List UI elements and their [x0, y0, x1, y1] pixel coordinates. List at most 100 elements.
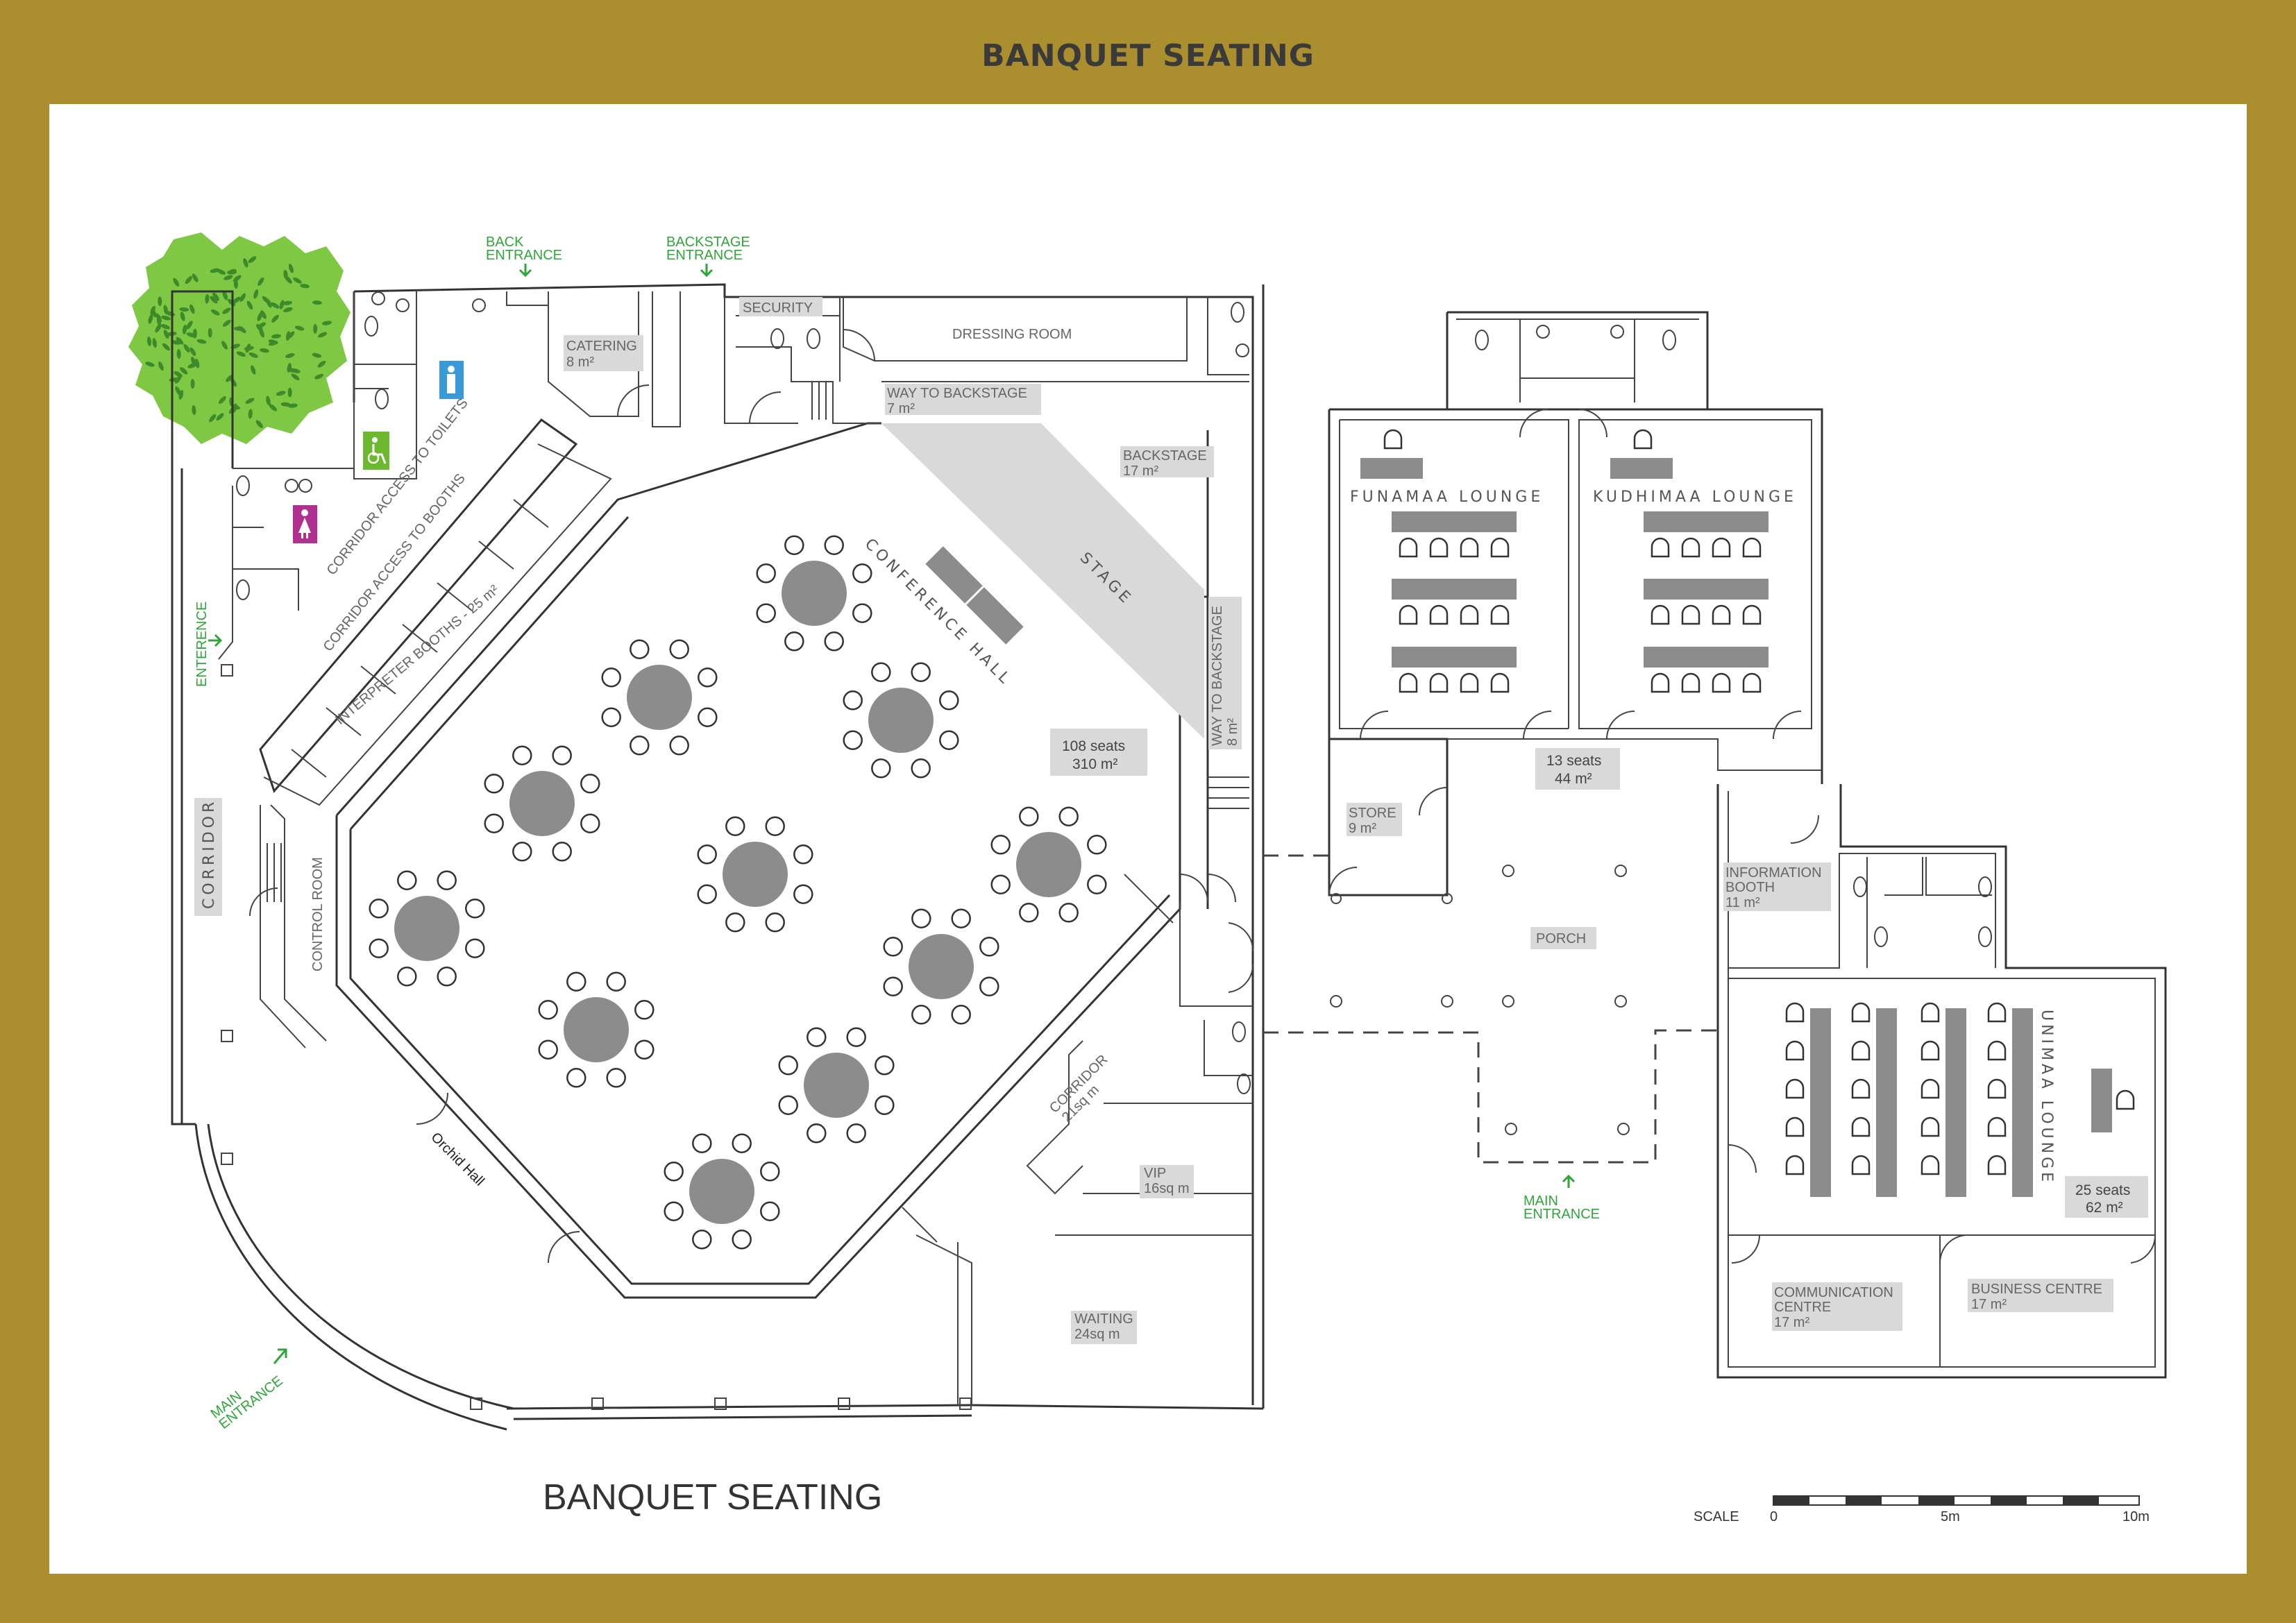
main-entrance-left-arrow-icon	[273, 1348, 287, 1364]
chair-icon	[2116, 1089, 2135, 1110]
chair-icon	[979, 976, 999, 996]
page-title: BANQUET SEATING	[981, 38, 1315, 74]
chair-icon	[1681, 604, 1700, 625]
chair-icon	[697, 884, 717, 904]
unimaa-lounge-label: UNIMAA LOUNGE	[2038, 1010, 2055, 1185]
chair-icon	[538, 1000, 558, 1020]
backstage-entrance-label-1: BACKSTAGE	[666, 235, 750, 250]
leaf	[209, 414, 217, 423]
accessible-restroom-icon	[363, 432, 389, 470]
corridor-left-label: CORRIDOR	[201, 799, 218, 909]
porch-label: PORCH	[1536, 931, 1586, 946]
leaf	[257, 312, 263, 321]
lounge-furniture	[1360, 429, 2135, 1197]
toilet-icon	[1662, 330, 1676, 350]
security-label: SECURITY	[743, 300, 813, 316]
chair-icon	[824, 631, 844, 652]
communication-label-2: CENTRE	[1774, 1300, 1831, 1315]
male-restroom-icon	[439, 361, 464, 399]
chair-icon	[1460, 672, 1479, 693]
scale-label: SCALE	[1694, 1509, 1739, 1524]
chair-icon	[875, 1055, 895, 1076]
chair-icon	[664, 1201, 684, 1221]
chair-icon	[1429, 672, 1449, 693]
leaf	[266, 396, 271, 406]
round-table-icon	[394, 896, 459, 961]
leaf	[288, 263, 294, 273]
leaf	[236, 351, 246, 357]
leaf	[163, 330, 169, 339]
chair-icon	[760, 1201, 780, 1221]
leaf	[222, 307, 231, 314]
chair-icon	[732, 1133, 752, 1153]
chair-icon	[756, 563, 776, 584]
leaf	[192, 405, 196, 415]
main-entrance-right-arrow-icon	[1562, 1174, 1576, 1188]
chair-icon	[634, 1039, 655, 1060]
unimaa-capacity-seats: 25 seats	[2075, 1182, 2130, 1198]
chair-icon	[697, 844, 717, 865]
chair-icon	[538, 1039, 558, 1060]
chair-icon	[1019, 806, 1039, 826]
unimaa-capacity-area: 62 m²	[2086, 1200, 2123, 1216]
chair-icon	[580, 774, 600, 794]
sanitary-fixtures	[236, 291, 1992, 1094]
chair-icon	[979, 937, 999, 957]
leaf	[217, 269, 226, 275]
leaf	[205, 294, 210, 304]
chair-icon	[484, 774, 504, 794]
leaf	[239, 293, 246, 302]
chair-icon	[939, 730, 959, 750]
chair-icon	[1712, 604, 1731, 625]
chair-icon	[1460, 604, 1479, 625]
chair-icon	[793, 844, 813, 865]
sink-icon	[298, 479, 312, 493]
sink-icon	[1610, 325, 1624, 339]
round-table-icon	[909, 934, 974, 999]
desk	[2091, 1069, 2112, 1132]
desk	[1392, 647, 1517, 668]
chair-icon	[756, 603, 776, 623]
chair-icon	[1742, 604, 1762, 625]
leaf	[187, 363, 197, 368]
business-label: BUSINESS CENTRE	[1971, 1282, 2102, 1297]
chair-icon	[465, 899, 485, 919]
leaf	[180, 312, 185, 321]
way-backstage-side-area: 8 m²	[1225, 718, 1240, 746]
leaf	[282, 300, 293, 305]
leaf	[158, 362, 164, 371]
leaf	[186, 332, 196, 338]
desk	[1876, 1008, 1897, 1197]
leaf	[314, 373, 324, 380]
leaf	[294, 325, 305, 331]
chair-icon	[1921, 1155, 1940, 1175]
chair-icon	[1785, 1078, 1805, 1099]
chair-icon	[911, 758, 931, 779]
leaf	[312, 300, 322, 305]
chair-icon	[580, 813, 600, 833]
back-entrance-label-2: ENTRANCE	[486, 248, 562, 263]
chair-icon	[437, 967, 457, 987]
leaf	[318, 332, 328, 338]
toilet-icon	[1978, 926, 1992, 947]
main-entrance-right-label-2: ENTRANCE	[1523, 1207, 1600, 1222]
chair-icon	[1490, 672, 1510, 693]
desk	[1810, 1008, 1831, 1197]
chair-icon	[1633, 429, 1653, 450]
chair-icon	[630, 736, 650, 756]
leaf	[300, 284, 310, 289]
chair-icon	[552, 745, 572, 765]
chair-icon	[1921, 1040, 1940, 1061]
leaf	[216, 413, 224, 420]
leaf	[233, 279, 238, 289]
chair-icon	[793, 884, 813, 904]
chair-icon	[1851, 1155, 1871, 1175]
chair-icon	[1399, 672, 1418, 693]
backstage-entrance-arrow-icon	[700, 264, 714, 278]
chair-icon	[807, 1123, 827, 1144]
control-room-label: CONTROL ROOM	[310, 857, 326, 971]
chair-icon	[1058, 903, 1079, 923]
leaf	[248, 409, 253, 419]
leaf	[287, 387, 292, 398]
sink-icon	[1536, 325, 1550, 339]
